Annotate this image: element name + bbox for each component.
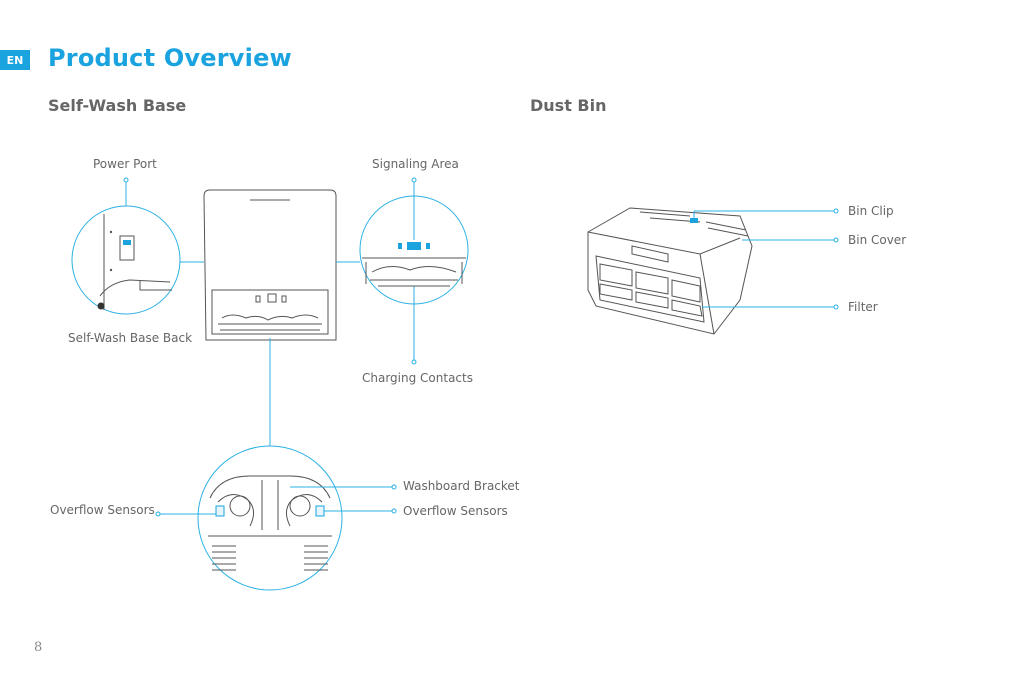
label-bin-cover: Bin Cover (848, 233, 907, 247)
section-title-self-wash-base: Self-Wash Base (48, 96, 187, 115)
label-self-wash-base-back: Self-Wash Base Back (68, 331, 193, 345)
label-overflow-sensors-right: Overflow Sensors (403, 504, 508, 518)
self-wash-base-back-circle (71, 177, 204, 315)
washboard-detail-circle (155, 338, 397, 591)
label-charging-contacts: Charging Contacts (362, 371, 473, 385)
label-bin-clip: Bin Clip (848, 204, 894, 218)
page-title: Product Overview (48, 44, 292, 72)
label-power-port: Power Port (93, 157, 157, 171)
section-title-dust-bin: Dust Bin (530, 96, 607, 115)
label-filter: Filter (848, 300, 878, 314)
page-number: 8 (34, 640, 43, 655)
self-wash-base-illustration (203, 189, 337, 341)
label-signaling-area: Signaling Area (372, 157, 459, 171)
dust-bin-callouts (690, 208, 839, 310)
label-overflow-sensors-left: Overflow Sensors (50, 503, 155, 517)
language-badge: EN (0, 50, 30, 70)
label-washboard-bracket: Washboard Bracket (403, 479, 520, 493)
dust-bin-illustration (587, 207, 753, 335)
signaling-area-circle (336, 177, 469, 365)
